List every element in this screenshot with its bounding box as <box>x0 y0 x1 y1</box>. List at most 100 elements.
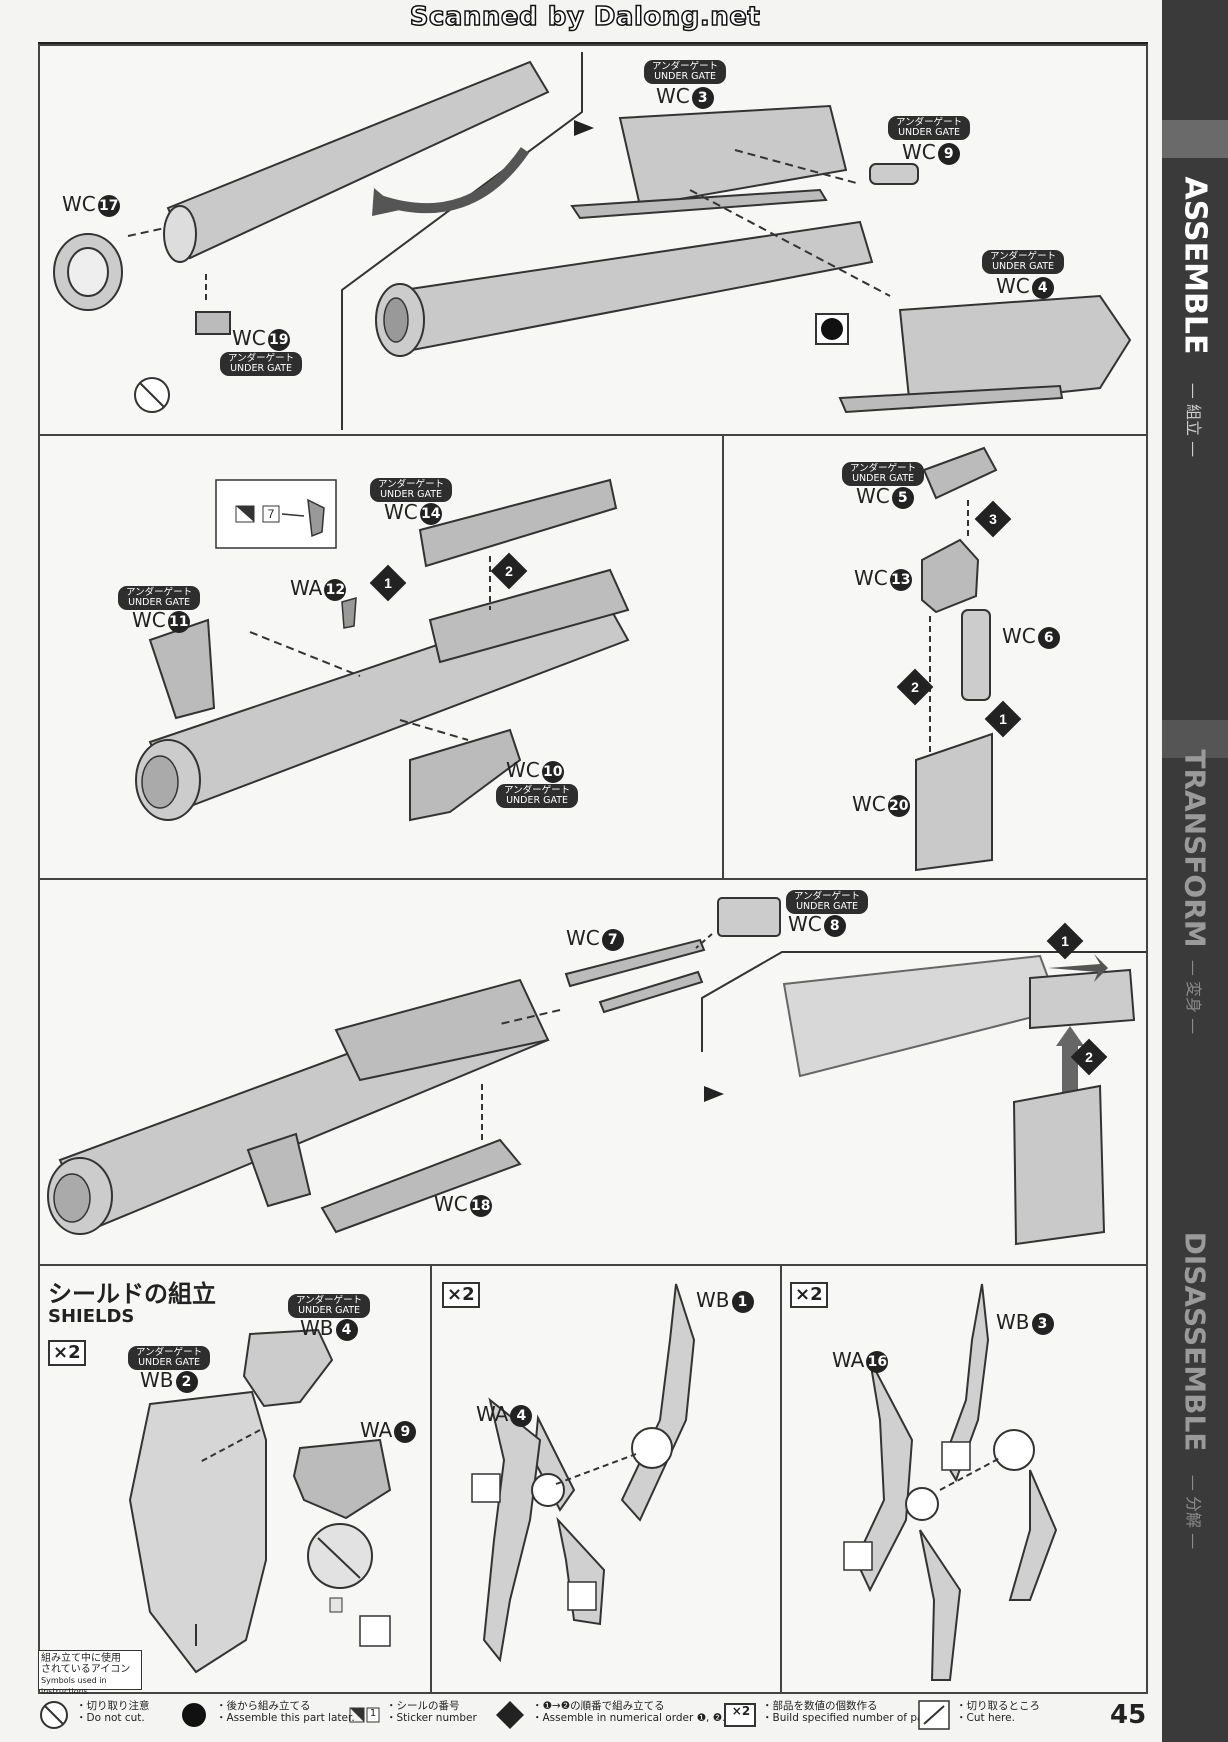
gate-en: UNDER GATE <box>506 795 569 806</box>
gate-en: UNDER GATE <box>380 489 443 500</box>
part-number: 16 <box>866 1350 889 1373</box>
gate-jp: アンダーゲート <box>378 479 445 490</box>
part-code: WC <box>854 566 888 590</box>
gate-jp: アンダーゲート <box>652 61 719 72</box>
part-number: 9 <box>937 142 960 165</box>
step-order-icon <box>496 1701 524 1729</box>
page-number: 45 <box>1110 1700 1147 1730</box>
sidebar-assemble-jp: — 組立 — <box>1184 382 1203 458</box>
multiplier-icon <box>724 1703 756 1727</box>
shields-title-jp: シールドの組立 <box>48 1280 216 1308</box>
part-number: 8 <box>823 914 846 937</box>
icon-note-jp-line2: されているアイコン <box>41 1664 131 1675</box>
sidebar-stripe <box>1162 120 1228 158</box>
gate-jp: アンダーゲート <box>296 1295 363 1306</box>
gate-jp: アンダーゲート <box>794 891 861 902</box>
legend-jp: ・シールの番号 <box>386 1700 460 1712</box>
gate-jp: アンダーゲート <box>850 463 917 474</box>
multiplier-x2: ×2 <box>790 1282 828 1308</box>
panel-3-illustration <box>915 446 998 872</box>
scanned-by-watermark: Scanned by Dalong.net <box>409 1 761 33</box>
part-code: WB <box>140 1368 174 1392</box>
legend-jp: ・切り取り注意 <box>76 1700 150 1712</box>
part-code: WA <box>476 1402 509 1426</box>
top-rule <box>38 42 1148 45</box>
part-code: WC <box>132 608 166 632</box>
sidebar-assemble: ASSEMBLE <box>1177 176 1213 355</box>
gate-en: UNDER GATE <box>796 901 859 912</box>
legend-jp: ・切り取るところ <box>956 1700 1040 1712</box>
panel-5-illustration <box>128 1283 1058 1681</box>
part-number: 20 <box>887 794 910 817</box>
legend-jp: ・❶→❷の順番で組み立てる <box>532 1700 665 1712</box>
part-code: WB <box>696 1288 730 1312</box>
gate-en: UNDER GATE <box>138 1357 201 1368</box>
gate-jp: アンダーゲート <box>228 353 295 364</box>
gate-en: UNDER GATE <box>298 1305 361 1316</box>
gate-jp: アンダーゲート <box>896 117 963 128</box>
part-code: WC <box>856 484 890 508</box>
part-code: WC <box>996 274 1030 298</box>
sticker-number-icon <box>349 1707 380 1723</box>
sidebar-transform: TRANSFORM <box>1178 749 1212 948</box>
part-number: 11 <box>167 610 190 633</box>
gate-jp: アンダーゲート <box>136 1347 203 1358</box>
icon-note-jp-line1: 組み立て中に使用 <box>41 1653 121 1664</box>
legend-jp: ・後から組み立てる <box>216 1700 311 1712</box>
part-number: 9 <box>394 1420 417 1443</box>
part-code: WC <box>852 792 886 816</box>
part-code: WA <box>832 1348 865 1372</box>
symbol-legend: ・切り取り注意・Do not cut. ・後から組み立てる・Assemble t… <box>38 1696 1148 1734</box>
gate-en: UNDER GATE <box>654 71 717 82</box>
panel-2-illustration <box>135 478 630 822</box>
multiplier-x2: ×2 <box>442 1282 480 1308</box>
part-number: 3 <box>691 86 714 109</box>
part-number: 3 <box>1031 1312 1054 1335</box>
part-number: 5 <box>891 486 914 509</box>
part-number: 4 <box>1031 276 1054 299</box>
part-code: WC <box>656 84 690 108</box>
icon-legend-heading: 組み立て中に使用 されているアイコン Symbols used in instr… <box>38 1650 142 1696</box>
panel-4-illustration <box>47 897 1146 1246</box>
panel-bolt-and-cover <box>38 878 1148 1266</box>
section-sidebar: ASSEMBLE — 組立 — TRANSFORM — 変身 — DISASSE… <box>1162 0 1228 1742</box>
do-not-cut-icon <box>40 1701 68 1729</box>
sidebar-stripe <box>1162 720 1228 758</box>
part-number: 1 <box>731 1290 754 1313</box>
legend-x2-digit: ×2 <box>731 1704 751 1718</box>
legend-sticker-digit: 1 <box>369 1708 377 1719</box>
part-code: WC <box>1002 624 1036 648</box>
part-number: 19 <box>267 328 290 351</box>
gate-jp: アンダーゲート <box>990 251 1057 262</box>
gate-en: UNDER GATE <box>230 363 293 374</box>
part-number: 18 <box>469 1194 492 1217</box>
sidebar-disassemble: DISASSEMBLE <box>1178 1231 1212 1452</box>
legend-en: ・Do not cut. <box>76 1712 145 1724</box>
part-code: WA <box>290 576 323 600</box>
gate-en: UNDER GATE <box>992 261 1055 272</box>
